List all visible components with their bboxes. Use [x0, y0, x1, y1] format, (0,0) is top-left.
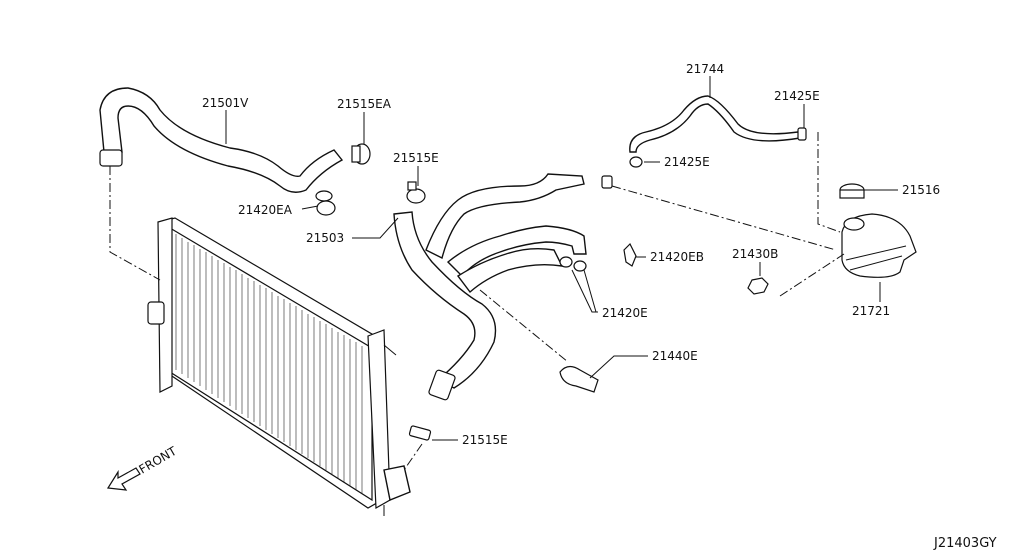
clamp-21440E — [559, 365, 599, 393]
front-arrow — [106, 467, 141, 491]
label-21515EA: 21515EA — [337, 97, 392, 111]
label-21516: 21516 — [902, 183, 940, 197]
front-label: FRONT — [137, 444, 180, 477]
nut-21430B — [747, 277, 769, 295]
label-21420E: 21420E — [602, 306, 648, 320]
radiator-core-fins — [175, 234, 363, 494]
label-21440E: 21440E — [652, 349, 698, 363]
clamp-21515E-mid — [406, 181, 426, 204]
label-21721: 21721 — [852, 304, 890, 318]
clamp-21420EB — [623, 242, 637, 267]
clip-21425E-left — [629, 156, 643, 168]
label-21425E-right: 21425E — [774, 89, 820, 103]
clamp-21515EA — [351, 143, 371, 165]
label-21515E-lower: 21515E — [462, 433, 508, 447]
reservoir-hoses — [425, 173, 587, 294]
reservoir-vent-hose — [629, 95, 801, 153]
clip-21425E-right — [797, 127, 807, 141]
reservoir-tank — [841, 213, 917, 278]
label-21420EA: 21420EA — [238, 203, 293, 217]
leader-lines — [225, 76, 898, 441]
radiator — [147, 217, 411, 516]
clamp-upper-inline — [601, 175, 613, 189]
label-21744: 21744 — [686, 62, 724, 76]
connector-lines — [109, 132, 845, 471]
label-21425E-left: 21425E — [664, 155, 710, 169]
label-21430B: 21430B — [732, 247, 778, 261]
label-21515E-mid: 21515E — [393, 151, 439, 165]
label-21501V: 21501V — [202, 96, 249, 110]
upper-radiator-hose — [99, 87, 344, 193]
lower-radiator-hose — [393, 211, 497, 401]
label-21503: 21503 — [306, 231, 344, 245]
clamp-21420EA — [315, 190, 336, 216]
clamp-21515E-lower — [408, 425, 432, 441]
clamp-21420E — [559, 256, 587, 272]
diagram-code: J21403GY — [933, 536, 997, 551]
reservoir-cap — [839, 183, 865, 199]
label-21420EB: 21420EB — [650, 250, 704, 264]
part-labels: 21501V 21515EA 21420EA 21515E 21503 2174… — [137, 62, 997, 551]
